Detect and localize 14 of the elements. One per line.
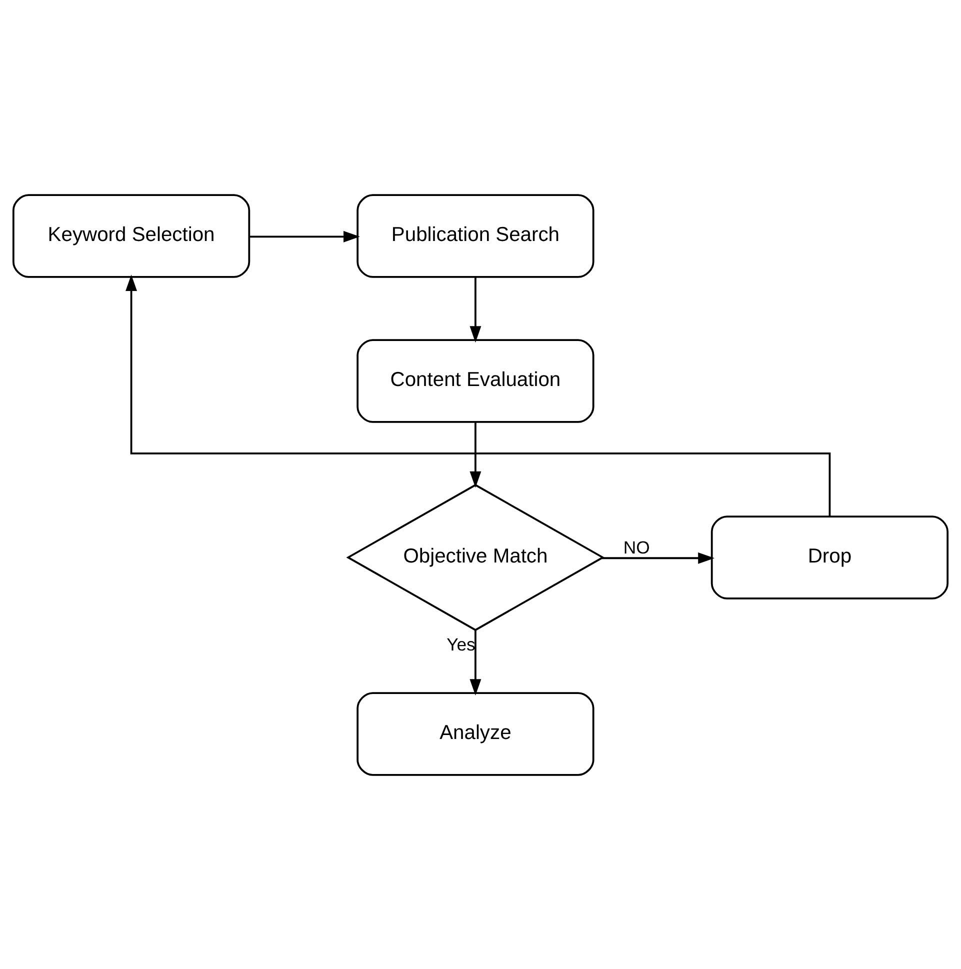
edge-label: Yes	[446, 634, 476, 654]
arrow	[249, 230, 360, 242]
node-box: Drop	[710, 515, 949, 599]
node-box: Keyword Selection	[12, 194, 250, 278]
arrow	[470, 630, 482, 696]
edge-label: NO	[623, 536, 650, 557]
arrow	[470, 276, 482, 342]
node-box: Analyze	[356, 692, 594, 776]
arrow	[126, 274, 831, 516]
arrow	[602, 552, 714, 564]
node-box: Content Evaluation	[356, 338, 594, 422]
arrow	[470, 422, 482, 488]
node-diamond: Objective Match	[346, 483, 605, 631]
node-box: Publication Search	[356, 194, 594, 278]
